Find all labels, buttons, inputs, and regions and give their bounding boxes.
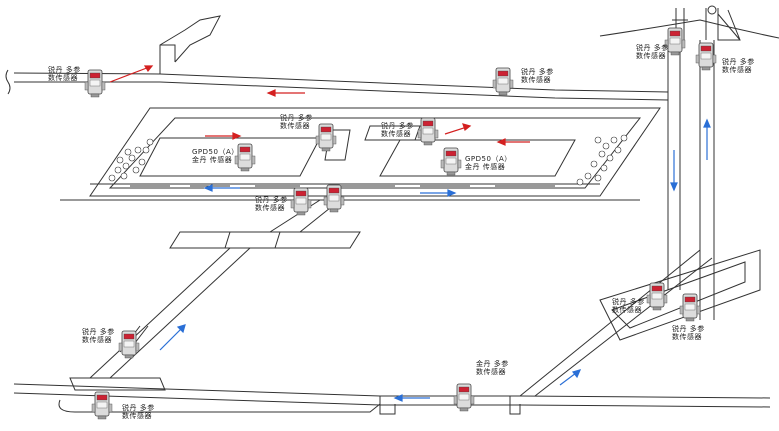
- sensor-l-icon: [91, 391, 113, 420]
- main-airway-bottom: [13, 383, 771, 399]
- sensor-h-label: 锐丹 多参 数传感器: [722, 58, 755, 74]
- main-shaft-left: [667, 40, 681, 290]
- sensor-f-icon: [323, 184, 345, 213]
- gpd-right-label: GPD50（A） 金丹 传感器: [465, 155, 512, 171]
- sensor-j-icon: [679, 293, 701, 322]
- main-airway-top: [13, 72, 669, 93]
- sensor-b-label: 锐丹 多参 数传感器: [521, 68, 554, 84]
- sensor-i-label: 锐丹 多参 数传感器: [612, 298, 645, 314]
- sensor-a-label: 锐丹 多参 数传感器: [48, 66, 81, 82]
- sensor-c-icon: [315, 123, 337, 152]
- gpd-left-label: GPD50（A） 金丹 传感器: [192, 148, 239, 164]
- sensor-m-icon: [453, 383, 475, 412]
- sensor-e-label: 锐丹 多参 数传感器: [255, 196, 288, 212]
- rock-gob-pile-right: [576, 134, 628, 186]
- sensor-i-icon: [646, 282, 668, 311]
- ventilation-fan-duct: [159, 15, 221, 74]
- sensor-k-label: 锐丹 多参 数传感器: [82, 328, 115, 344]
- sensor-m-label: 金丹 多参 数传感器: [476, 360, 509, 376]
- sensor-h-icon: [695, 42, 717, 71]
- sensor-k-icon: [118, 330, 140, 359]
- sensor-l-label: 锐丹 多参 数传感器: [122, 404, 155, 420]
- sensor-d-label: 锐丹 多参 数传感器: [381, 122, 414, 138]
- sensor-b-icon: [492, 67, 514, 96]
- right-inclined-roadway: [519, 249, 701, 397]
- rock-gob-pile-left: [108, 138, 154, 182]
- sensor-j-label: 锐丹 多参 数传感器: [672, 325, 705, 341]
- sensor-g-label: 锐丹 多参 数传感器: [636, 44, 669, 60]
- sensor-a-icon: [84, 69, 106, 98]
- sensor-d-icon: [417, 117, 439, 146]
- sensor-c-label: 锐丹 多参 数传感器: [280, 114, 313, 130]
- inclined-roadway: [89, 247, 231, 379]
- sensor-e-icon: [290, 187, 312, 216]
- gpd-right-icon: [440, 147, 462, 176]
